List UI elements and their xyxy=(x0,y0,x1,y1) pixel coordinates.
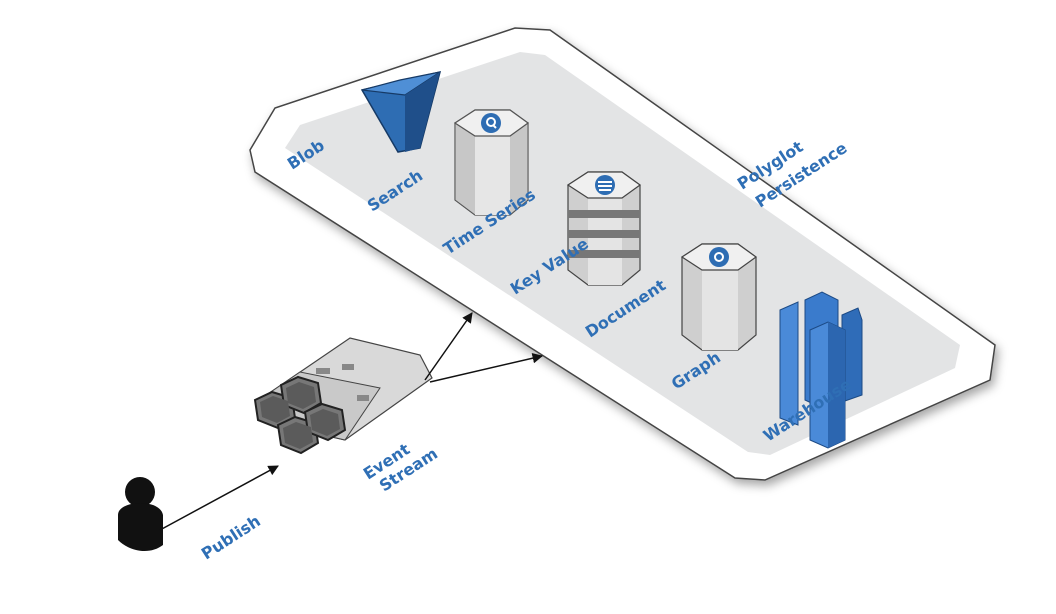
graph-db-icon xyxy=(680,243,758,351)
publish-arrow xyxy=(159,465,279,531)
search-bucket-icon xyxy=(360,70,442,153)
arrows xyxy=(159,312,544,531)
stream-arrow-upper xyxy=(424,312,473,381)
user-icon xyxy=(118,477,163,552)
stream-arrow-lower xyxy=(429,353,544,383)
label-publish: Publish xyxy=(198,511,264,563)
warehouse-icon xyxy=(779,291,863,449)
time-series-db-icon xyxy=(453,109,530,216)
key-value-db-icon xyxy=(566,171,642,286)
event-stream-icon xyxy=(253,337,433,455)
